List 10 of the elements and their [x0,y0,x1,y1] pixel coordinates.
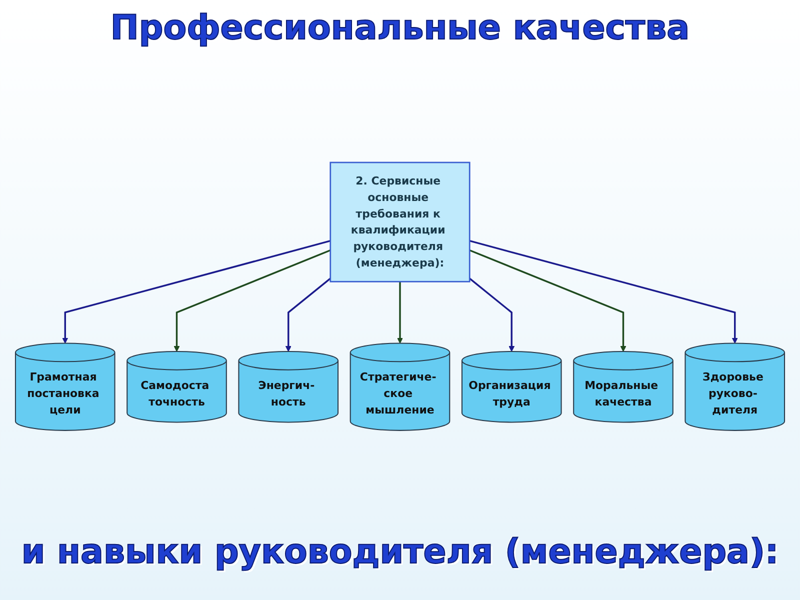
arrow [62,240,331,344]
arrow [469,249,626,352]
arrow [469,277,515,352]
arrow [174,249,331,352]
caption: и навыки руководителя (менеджера): [20,532,780,572]
title: Профессиональные качества [109,8,691,48]
arrow [285,277,331,352]
arrow [469,240,738,344]
node-box: 2. Сервисные основные требования к квалификации руководителя (менеджера): [330,161,470,282]
arrow [396,281,404,344]
